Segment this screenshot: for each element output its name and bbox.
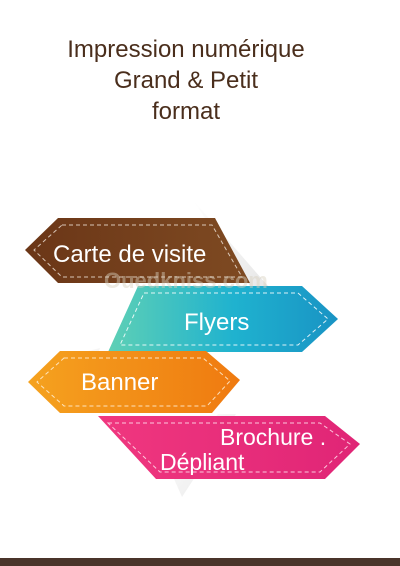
banner-label-banner: Banner bbox=[81, 369, 158, 396]
banner-brochure-depliant: Brochure . Dépliant bbox=[98, 416, 360, 479]
banner-label-brochure: Brochure . bbox=[220, 424, 326, 450]
title-line-2: Grand & Petit bbox=[113, 67, 259, 94]
footer-bar bbox=[0, 558, 400, 566]
banner-label-depliant: Dépliant bbox=[160, 449, 245, 475]
banner-flyers: Flyers bbox=[108, 286, 338, 352]
banner-label-carte-de-visite: Carte de visite bbox=[53, 241, 206, 268]
banner-carte-de-visite: Carte de visite bbox=[25, 218, 250, 283]
title-line-3: format bbox=[151, 98, 220, 125]
title-line-1: Impression numérique bbox=[67, 36, 305, 63]
watermark-text: Ouedkniss.com bbox=[104, 268, 268, 293]
banner-banner: Banner bbox=[28, 351, 240, 413]
page-title: Impression numérique Grand & Petit forma… bbox=[0, 34, 372, 127]
banner-label-flyers: Flyers bbox=[184, 309, 249, 336]
